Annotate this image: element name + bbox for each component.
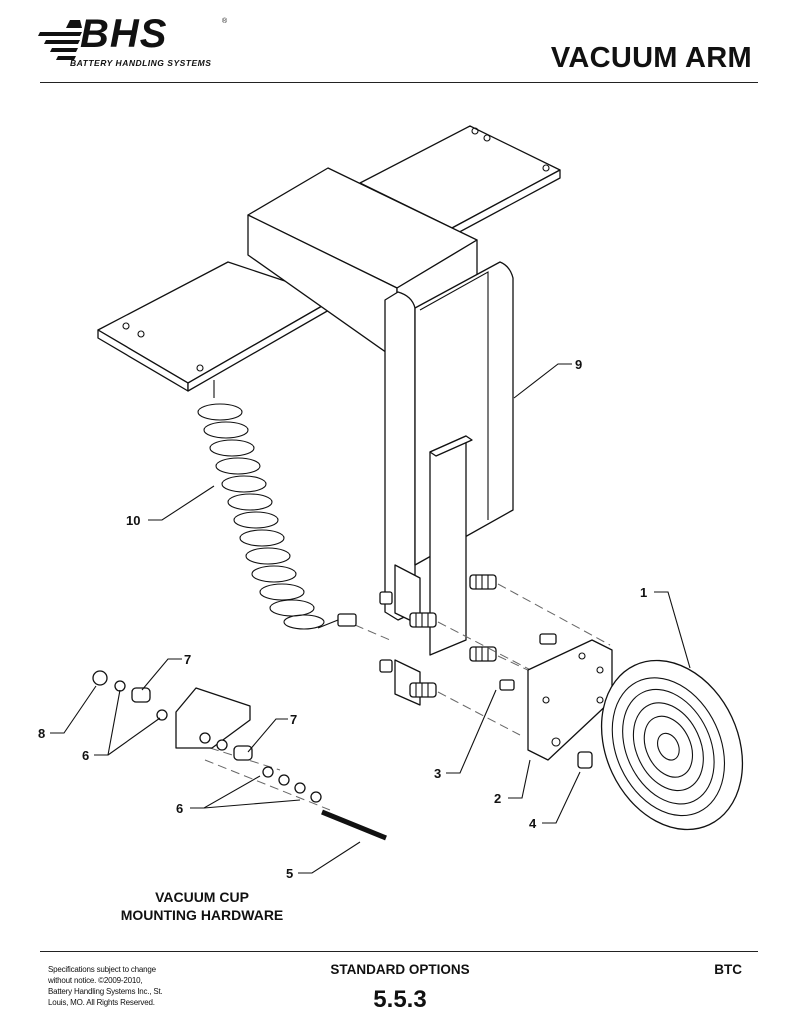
- callout-1: 1: [640, 585, 647, 600]
- callout-3: 3: [434, 766, 441, 781]
- page-title: VACUUM ARM: [550, 42, 752, 74]
- caption-line-2: MOUNTING HARDWARE: [120, 907, 284, 923]
- header-divider: [40, 82, 758, 83]
- callout-6-upper: 6: [82, 748, 89, 763]
- bhs-logo: [36, 14, 236, 74]
- callout-7-upper: 7: [184, 652, 191, 667]
- callout-6-lower: 6: [176, 801, 183, 816]
- callout-labels: 1 2 3 4 5 6 6 7 7 8 9 10: [38, 357, 647, 881]
- callout-8: 8: [38, 726, 45, 741]
- mounting-hardware-set: [92, 670, 387, 841]
- copyright-note: Specifications subject to change without…: [48, 965, 163, 1007]
- callout-7-lower: 7: [290, 712, 297, 727]
- small-hardware: [499, 633, 593, 769]
- adapter-plate: [527, 639, 613, 761]
- callout-10: 10: [126, 513, 140, 528]
- registered-mark: ®: [222, 18, 228, 25]
- callout-2: 2: [494, 791, 501, 806]
- section-number: 5.5.3: [373, 986, 427, 1013]
- vertical-frame: [384, 261, 514, 706]
- logo-wordmark: BHS: [80, 12, 168, 56]
- callout-5: 5: [286, 866, 293, 881]
- frame-bolts: [379, 574, 497, 698]
- hardware-caption: VACUUM CUP MOUNTING HARDWARE: [102, 888, 302, 924]
- logo-subtitle: BATTERY HANDLING SYSTEMS: [70, 58, 212, 68]
- section-title: STANDARD OPTIONS: [330, 962, 470, 977]
- vacuum-cup: [600, 659, 744, 831]
- callout-4: 4: [529, 816, 537, 831]
- callout-9: 9: [575, 357, 582, 372]
- vacuum-arm-exploded-drawing: 1 2 3 4 5 6 6 7 7 8 9 10: [38, 125, 744, 881]
- footer-divider: [40, 951, 758, 952]
- caption-line-1: VACUUM CUP: [155, 889, 249, 905]
- coiled-vacuum-hose: [197, 380, 357, 630]
- model-code: BTC: [714, 962, 742, 977]
- logo-speed-lines-icon: [38, 20, 82, 60]
- callout-leaders: [50, 363, 691, 874]
